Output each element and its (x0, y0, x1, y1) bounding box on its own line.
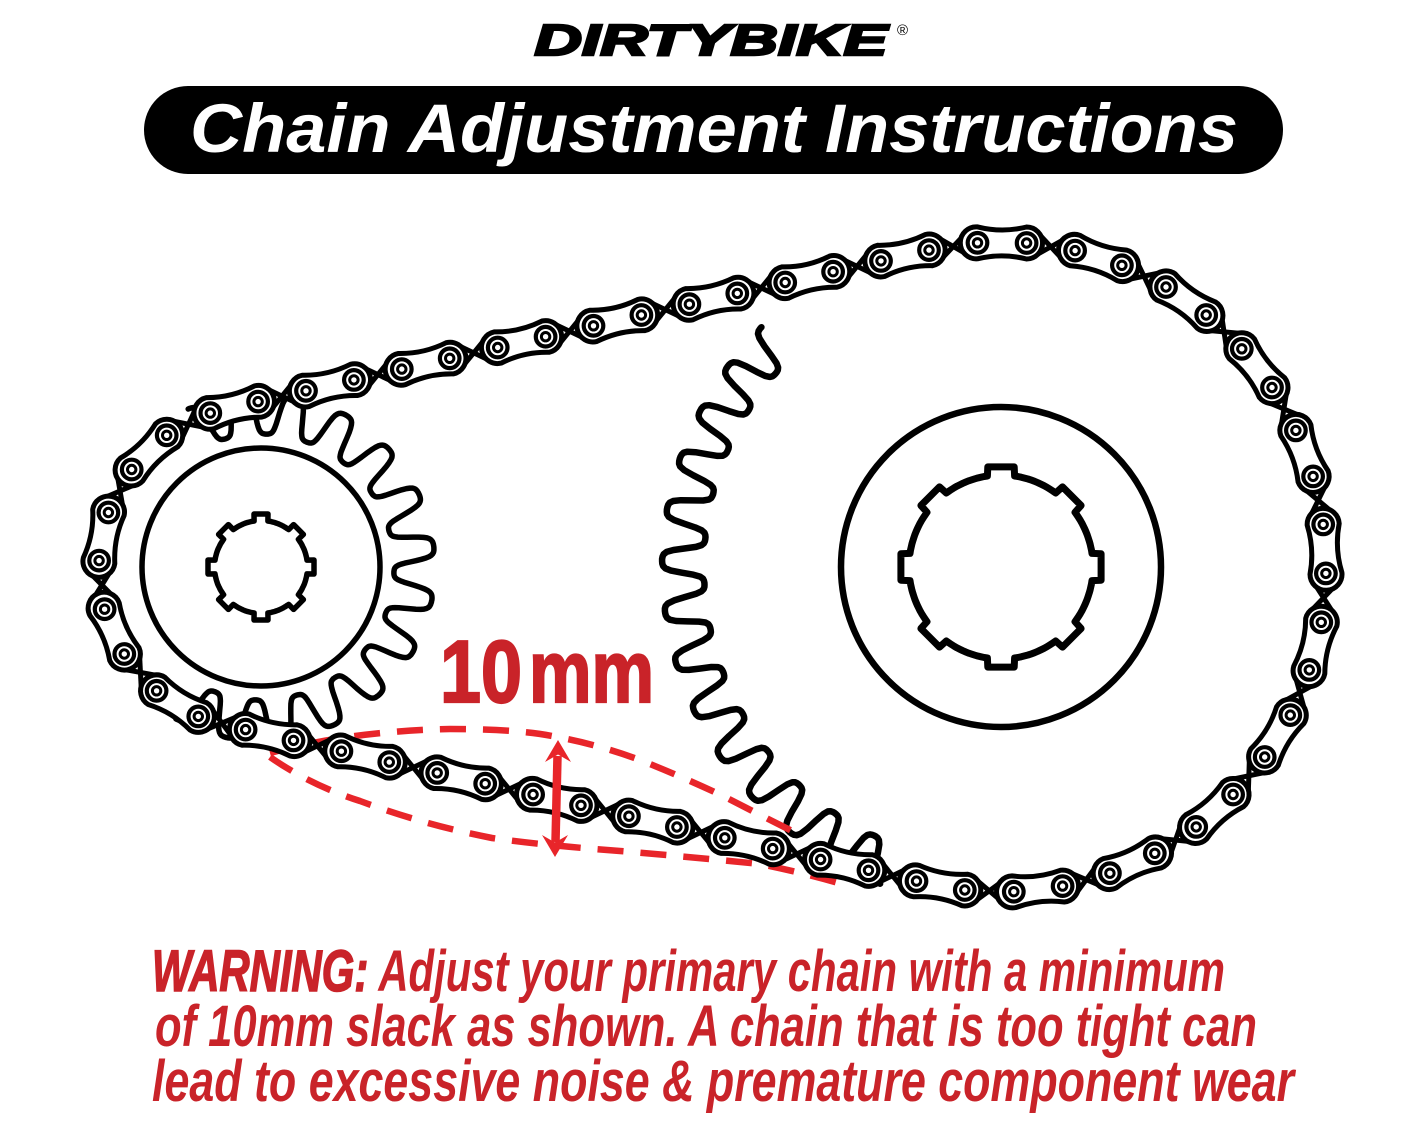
svg-text:lead to excessive noise & prem: lead to excessive noise & premature comp… (152, 1049, 1297, 1114)
svg-text:of 10mm slack as shown. A chai: of 10mm slack as shown. A chain that is … (155, 994, 1257, 1059)
svg-text:Chain Adjustment Instructions: Chain Adjustment Instructions (190, 90, 1238, 167)
svg-text:mm: mm (529, 622, 654, 721)
svg-text:®: ® (897, 22, 908, 39)
svg-text:DIRTYBIKE: DIRTYBIKE (535, 16, 890, 65)
svg-text:WARNING: Adjust your primary c: WARNING: Adjust your primary chain with … (152, 939, 1225, 1004)
svg-text:10: 10 (440, 622, 522, 721)
